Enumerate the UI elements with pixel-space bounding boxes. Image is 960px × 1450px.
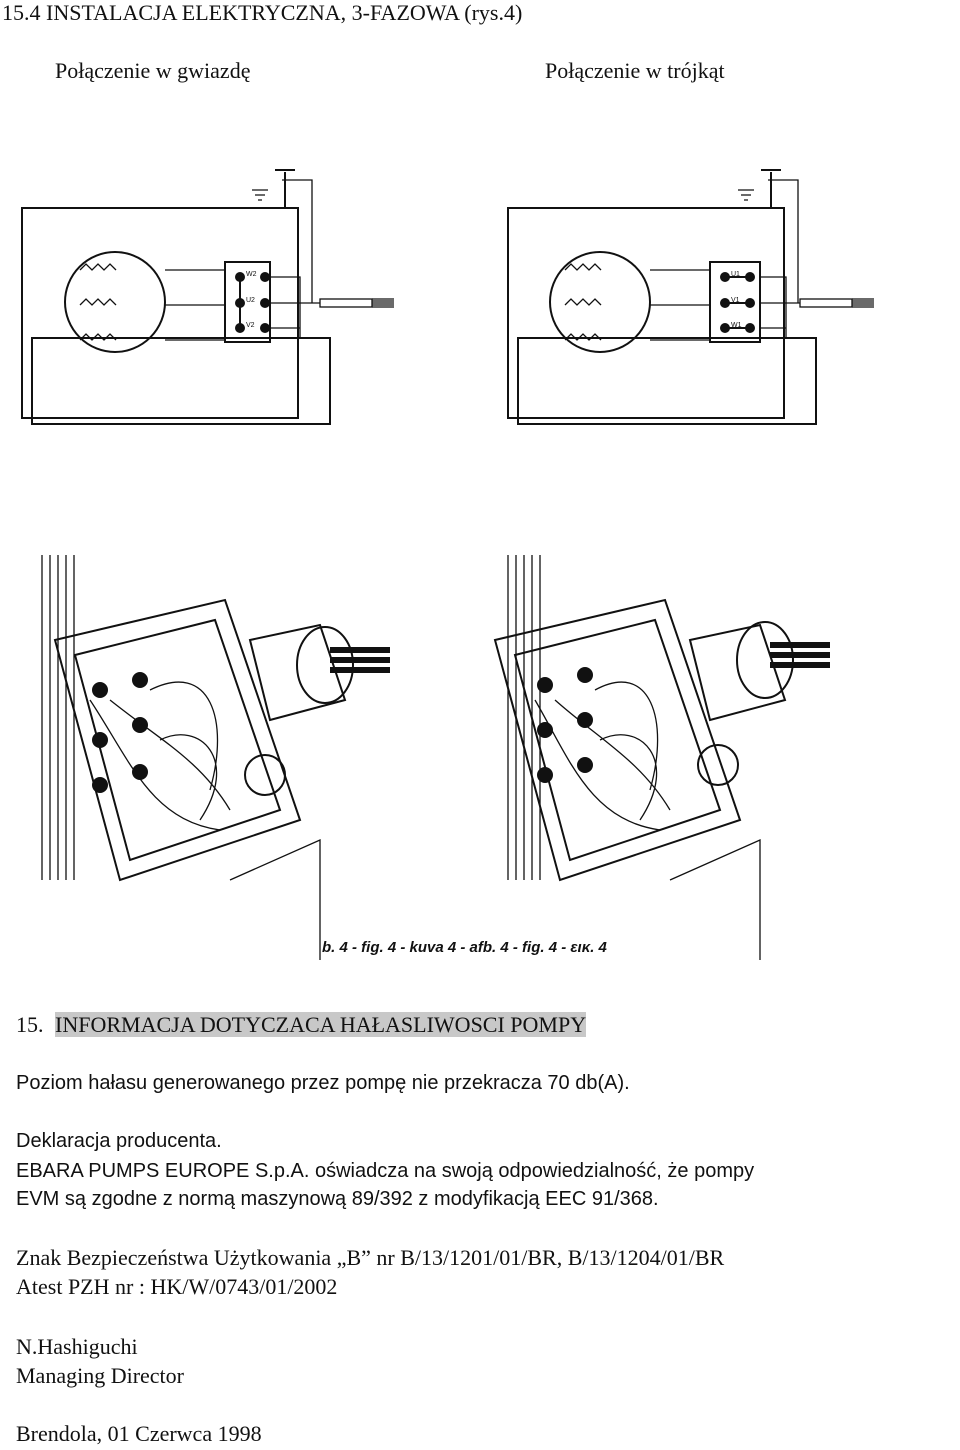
section-number: 15.: [16, 1012, 44, 1037]
signer-name: N.Hashiguchi: [16, 1334, 138, 1359]
declaration-heading: Deklaracja producenta.: [16, 1130, 222, 1152]
star-connection-label: Połączenie w gwiazdę: [55, 58, 251, 83]
terminal-label: V2: [246, 322, 255, 329]
terminal-label: U2: [246, 297, 255, 304]
delta-junction-box-illustration: [493, 555, 830, 960]
declaration-line: EVM są zgodne z normą maszynową 89/392 z…: [16, 1188, 659, 1210]
section-heading-text: INFORMACJA DOTYCZACA HAŁASLIWOSCI POMPY: [55, 1012, 587, 1037]
section-heading: 15. INFORMACJA DOTYCZACA HAŁASLIWOSCI PO…: [16, 1012, 587, 1038]
atest-line: Atest PZH nr : HK/W/0743/01/2002: [16, 1274, 338, 1299]
noise-statement: Poziom hałasu generowanego przez pompę n…: [16, 1072, 630, 1094]
wiring-diagrams: b. 4 - fig. 4 - kuva 4 - afb. 4 - fig. 4…: [21, 169, 874, 960]
star-junction-box-illustration: [41, 555, 390, 960]
safety-mark-line: Znak Bezpieczeństwa Użytkowania „B” nr B…: [16, 1245, 725, 1270]
signer-role: Managing Director: [16, 1363, 184, 1388]
figure-caption: b. 4 - fig. 4 - kuva 4 - afb. 4 - fig. 4…: [322, 939, 608, 956]
terminal-label: W1: [731, 322, 742, 329]
declaration-line: EBARA PUMPS EUROPE S.p.A. oświadcza na s…: [16, 1160, 755, 1182]
terminal-label: V1: [731, 297, 740, 304]
star-schematic: [21, 169, 394, 425]
delta-schematic: [507, 169, 874, 425]
section-title: 15.4 INSTALACJA ELEKTRYCZNA, 3-FAZOWA (r…: [2, 0, 523, 25]
place-and-date: Brendola, 01 Czerwca 1998: [16, 1421, 262, 1446]
terminal-label: U1: [731, 271, 740, 278]
terminal-label: W2: [246, 271, 257, 278]
delta-connection-label: Połączenie w trójkąt: [545, 58, 725, 83]
